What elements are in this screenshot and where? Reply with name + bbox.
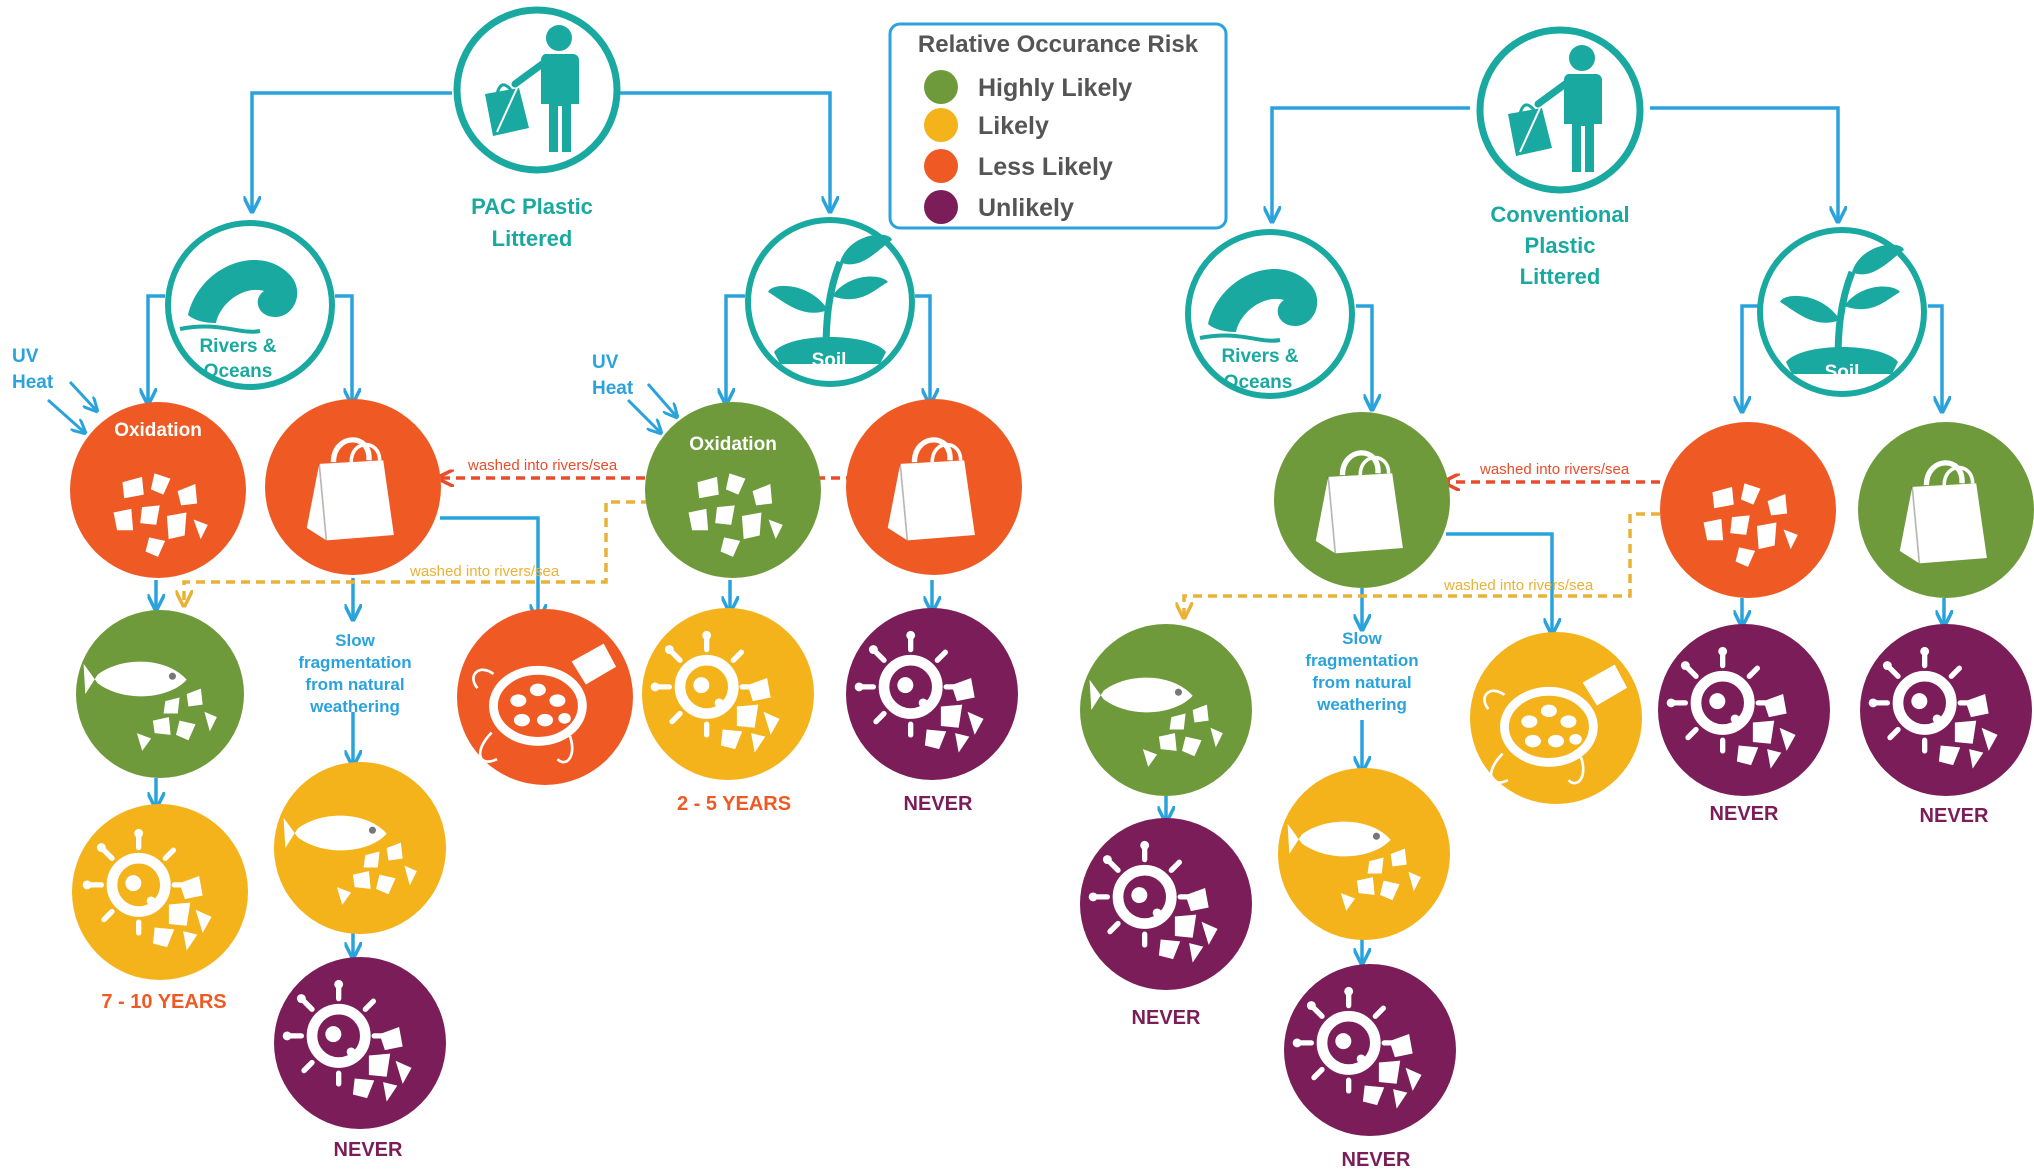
pac-person-icon (457, 10, 617, 170)
conv-slow-line2: fragmentation (1305, 651, 1418, 670)
conv-slow-line4: weathering (1316, 695, 1407, 714)
pac-connectors (148, 91, 932, 956)
conv-soil-fragments-node (1660, 422, 1836, 598)
conv-title-line3: Littered (1520, 264, 1601, 289)
pac-outcome-7-10: 7 - 10 YEARS (101, 991, 226, 1013)
legend: Relative Occurance Risk Highly Likely Li… (888, 22, 1228, 230)
conv-rivers-line1: Rivers & (1221, 346, 1298, 367)
pac-rivers-line2: Oceans (204, 361, 273, 382)
legend-label-unlikely: Unlikely (978, 194, 1074, 222)
pac-slow-line2: fragmentation (298, 653, 411, 672)
pac-title-line2: Littered (492, 226, 573, 251)
pac-washed-gold-arrow (184, 500, 650, 604)
conv-turtle-node (1470, 632, 1642, 804)
pac-title-line1: PAC Plastic (471, 194, 593, 219)
pac-oxidation-label: Oxidation (114, 420, 202, 441)
conv-rivers-line2: Oceans (1224, 372, 1293, 393)
conv-connectors (1166, 106, 1944, 962)
conv-washed-gold-label: washed into rivers/sea (1443, 577, 1594, 594)
conv-slow-line1: Slow (1342, 629, 1382, 648)
pac-turtle-node (457, 609, 633, 785)
conv-soil-label: Soil (1825, 362, 1860, 383)
legend-label-less-likely: Less Likely (978, 153, 1113, 181)
pac-uv-label: UV (12, 346, 39, 367)
conv-title-line2: Plastic (1525, 233, 1596, 258)
conv-arrow-soil-bag (1928, 304, 1942, 410)
conv-outcome-never-soil2: NEVER (1920, 805, 1989, 827)
conv-arrow-bag-turtle (1446, 532, 1552, 632)
pac-washed-gold-label: washed into rivers/sea (409, 563, 560, 580)
conv-washed-gold-arrow (1184, 512, 1660, 616)
conv-arrow-soil-frag (1742, 304, 1760, 410)
pac-uv-arrows (47, 380, 676, 432)
pac-slow-line1: Slow (335, 631, 375, 650)
conv-outcome-never-bottom: NEVER (1342, 1149, 1411, 1171)
conv-outcome-never-soil1: NEVER (1710, 803, 1779, 825)
pac-outcome-never-soil: NEVER (904, 793, 973, 815)
legend-label-likely: Likely (978, 112, 1049, 140)
conv-washed-red-label: washed into rivers/sea (1479, 461, 1630, 478)
conv-arrow-rivers-bag (1356, 304, 1372, 408)
pac-slow-line4: weathering (309, 697, 400, 716)
pac-arrow-soil-oxidation (726, 294, 745, 402)
legend-swatch-highly-likely (924, 70, 958, 104)
conv-person-icon (1480, 30, 1640, 190)
legend-title: Relative Occurance Risk (918, 31, 1199, 58)
conv-title-line1: Conventional (1490, 202, 1629, 227)
pac-soil-label: Soil (812, 350, 847, 371)
pac-arrow-soil-bag (915, 294, 930, 402)
conv-slow-line3: from natural (1312, 673, 1411, 692)
pac-outcome-2-5: 2 - 5 YEARS (677, 793, 791, 815)
pac-arrow-to-rivers (252, 91, 452, 210)
legend-label-highly-likely: Highly Likely (978, 74, 1132, 102)
pac-heat-label: Heat (12, 372, 54, 393)
pac-arrow-rivers-bag (335, 294, 352, 402)
legend-swatch-less-likely (924, 149, 958, 183)
pac-slow-line3: from natural (305, 675, 404, 694)
legend-swatch-likely (924, 108, 958, 142)
pac-arrow-bag-turtle (440, 516, 538, 618)
legend-box (888, 22, 1228, 230)
pac-oxidation2-label: Oxidation (689, 434, 777, 455)
legend-swatch-unlikely (924, 190, 958, 224)
pac-uv2-label: UV (592, 352, 619, 373)
pac-rivers-line1: Rivers & (199, 336, 276, 357)
pac-heat2-label: Heat (592, 378, 634, 399)
pac-arrow-rivers-oxidation (148, 294, 165, 402)
pac-washed-red-label: washed into rivers/sea (467, 457, 618, 474)
conv-arrow-to-rivers (1272, 106, 1470, 220)
pac-outcome-never-bottom: NEVER (334, 1139, 403, 1161)
pac-arrow-to-soil (618, 91, 830, 210)
conv-arrow-to-soil (1650, 106, 1838, 220)
conv-outcome-never-fish: NEVER (1132, 1007, 1201, 1029)
